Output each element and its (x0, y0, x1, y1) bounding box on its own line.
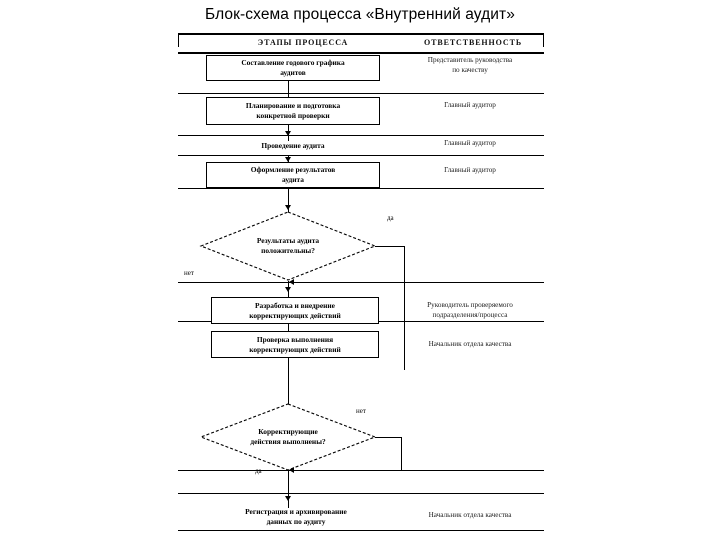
branch-label-d2-no: нет (356, 407, 366, 415)
responsibility-6: Начальник отдела качества (428, 340, 512, 348)
process-box-1[interactable]: Составление годового графика аудитов (206, 55, 380, 81)
process-box-3-label: Проведение аудита (261, 141, 325, 151)
arrowhead-no-d2 (289, 467, 294, 473)
yes-branch-v-d1 (404, 246, 405, 370)
process-box-3[interactable]: Проведение аудита (206, 138, 380, 154)
no-branch-h2-d2 (290, 470, 402, 471)
responsibility-1: Представитель руководства по качеству (427, 56, 513, 74)
decision-diamond-1-label: Результаты аудита положительны? (256, 236, 320, 255)
decision-diamond-1[interactable]: Результаты аудита положительны? (199, 211, 377, 281)
frame-left-edge (178, 33, 179, 47)
page-title: Блок-схема процесса «Внутренний аудит» (205, 6, 515, 23)
responsibility-5: Руководитель проверяемого подразделения/… (427, 301, 513, 319)
row-sep-1 (178, 93, 544, 94)
row-sep-4 (178, 188, 544, 189)
arrowhead-3-4 (285, 157, 292, 162)
process-box-6[interactable]: Проверка выполнения корректирующих дейст… (211, 331, 379, 358)
arrowhead-yes-d2 (285, 496, 292, 501)
branch-label-d1-no: нет (184, 269, 194, 277)
branch-label-d1-yes-visible: да (387, 214, 394, 222)
process-box-4[interactable]: Оформление результатов аудита (206, 162, 380, 188)
process-box-1-label: Составление годового графика аудитов (241, 58, 345, 77)
row-sep-3 (178, 155, 544, 156)
arrowhead-4-d1 (285, 205, 292, 210)
row-sep-2 (178, 135, 544, 136)
decision-diamond-2-label: Корректирующие действия выполнены? (250, 427, 326, 446)
frame-right-edge (543, 33, 544, 47)
process-box-5[interactable]: Разработка и внедрение корректирующих де… (211, 297, 379, 324)
yes-branch-d2 (288, 470, 289, 508)
arrowhead-no-d1 (285, 287, 292, 292)
frame-top-line (178, 33, 544, 35)
connector-6-d2 (288, 358, 289, 405)
connector-1-2 (288, 81, 289, 105)
row-sep-8 (178, 493, 544, 494)
process-box-6-label: Проверка выполнения корректирующих дейст… (249, 334, 341, 354)
header-bottom-line (178, 52, 544, 54)
decision-diamond-2[interactable]: Корректирующие действия выполнены? (199, 403, 377, 471)
yes-branch-h2-d1 (290, 282, 405, 283)
responsibility-2: Главный аудитор (444, 101, 496, 109)
column-header-stages: ЭТАПЫ ПРОЦЕССА (257, 38, 349, 47)
arrowhead-yes-d1 (289, 279, 294, 285)
process-box-7[interactable]: Регистрация и архивирование данных по ау… (208, 505, 384, 529)
responsibility-3: Главный аудитор (444, 139, 496, 147)
process-box-2[interactable]: Планирование и подготовка конкретной про… (206, 97, 380, 125)
no-branch-h1-d2 (375, 437, 402, 438)
column-header-responsibility: ОТВЕТСТВЕННОСТЬ (423, 38, 523, 47)
arrowhead-2-3 (285, 131, 292, 136)
yes-branch-h1-d1 (375, 246, 405, 247)
process-box-7-label: Регистрация и архивирование данных по ау… (245, 507, 347, 526)
connector-4-d1 (288, 188, 289, 212)
branch-label-d2-yes: да (255, 467, 262, 475)
process-box-5-label: Разработка и внедрение корректирующих де… (249, 300, 341, 320)
flowchart-canvas: ЭТАПЫ ПРОЦЕССА ОТВЕТСТВЕННОСТЬ Составлен… (178, 33, 544, 531)
process-box-4-label: Оформление результатов аудита (250, 165, 336, 184)
responsibility-4: Главный аудитор (444, 166, 496, 174)
process-box-2-label: Планирование и подготовка конкретной про… (245, 101, 341, 120)
no-branch-v-d2 (401, 437, 402, 470)
responsibility-7: Начальник отдела качества (428, 511, 512, 519)
frame-bottom-line (178, 530, 544, 531)
